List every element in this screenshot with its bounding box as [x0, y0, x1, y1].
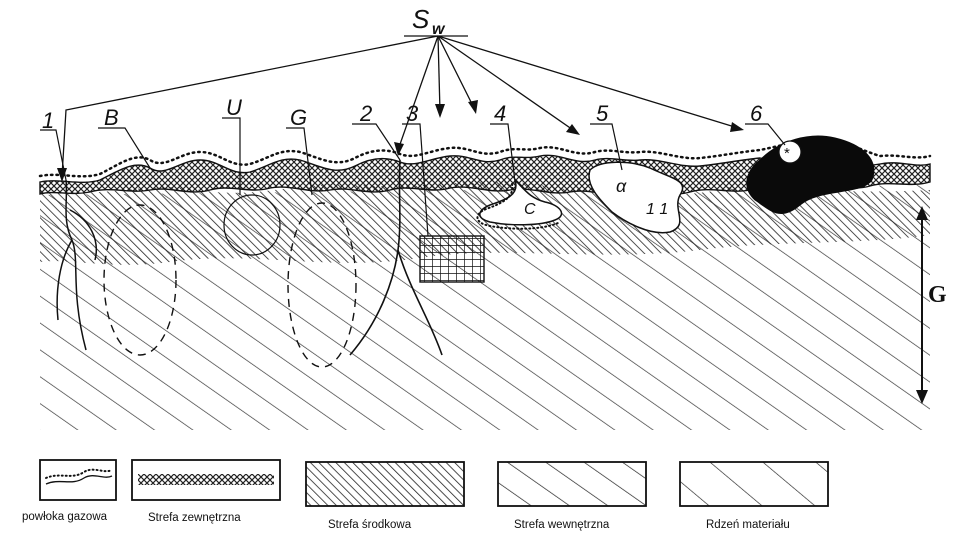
- legend-label-outer: Strefa zewnętrzna: [148, 512, 241, 524]
- pore-6: [746, 135, 875, 215]
- label-2: 2: [359, 101, 372, 126]
- legend-label-core: Rdzeń materiału: [706, 519, 790, 531]
- legend-outer-band: [138, 474, 274, 485]
- pore-4: [479, 179, 563, 226]
- depth-arrow-bottom: [916, 390, 928, 404]
- defect-u-outline: [223, 194, 281, 256]
- label-1: 1: [42, 108, 54, 133]
- label-g: G: [290, 105, 307, 130]
- crack-2: [349, 159, 443, 356]
- pore-5: [588, 161, 684, 234]
- label-5: 5: [596, 101, 609, 126]
- legend-swatch-inner: [497, 461, 647, 507]
- pore-6-mark: *: [784, 145, 790, 162]
- leader-u: [222, 117, 241, 195]
- defect-g-outline: [287, 202, 357, 368]
- label-4: 4: [494, 101, 506, 126]
- middle-zone: [40, 181, 930, 265]
- depth-arrow-top: [916, 206, 928, 220]
- legend-label-middle: Strefa środkowa: [328, 519, 412, 531]
- leader-3: [402, 123, 429, 237]
- legend-gas-dots: [45, 468, 113, 479]
- label-b: B: [104, 105, 119, 130]
- legend-swatch-middle: [305, 461, 465, 507]
- pore-5-mark-2: 1 1: [646, 201, 668, 218]
- leader-2: [352, 123, 401, 161]
- pore-5-mark: α: [616, 176, 627, 196]
- legend: powłoka gazowa Strefa zewnętrzna Strefa …: [22, 459, 829, 531]
- label-u: U: [226, 95, 242, 120]
- outer-zone: [39, 154, 931, 196]
- leader-6: [745, 123, 786, 146]
- leader-5: [590, 123, 623, 171]
- pore-6-inner: [778, 140, 802, 164]
- surface-symbol-subscript: w: [432, 21, 446, 38]
- leader-g: [286, 127, 313, 196]
- pore-4-mark: C: [524, 201, 536, 218]
- label-6: 6: [750, 101, 763, 126]
- ray-arrowheads: [57, 100, 744, 182]
- legend-swatch-core: [679, 461, 829, 507]
- surface-rays: [61, 35, 739, 177]
- defect-b-outline: [103, 204, 177, 356]
- surface-symbol: S: [412, 4, 430, 34]
- depth-label: G: [928, 282, 947, 308]
- crack-1: [56, 179, 97, 351]
- legend-gas-line: [45, 475, 113, 485]
- legend-swatch-gas: [39, 459, 117, 501]
- leader-4: [490, 123, 516, 183]
- leader-b: [98, 127, 151, 169]
- grid-3: [419, 235, 485, 283]
- legend-label-inner: Strefa wewnętrzna: [514, 519, 610, 531]
- pore-4-dots: [476, 183, 559, 230]
- legend-label-gas: powłoka gazowa: [22, 511, 108, 523]
